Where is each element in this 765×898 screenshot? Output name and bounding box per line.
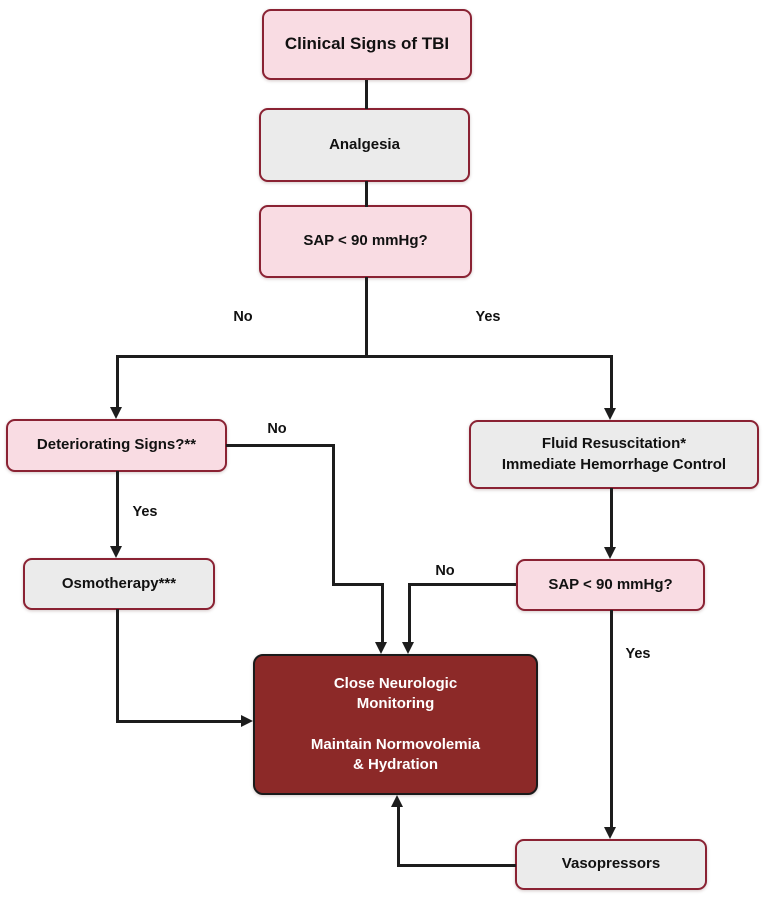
connector-sap2-no-v [408, 583, 411, 644]
node-fluid-resuscitation: Fluid Resuscitation* Immediate Hemorrhag… [469, 420, 759, 489]
connector-branch-no-drop [116, 355, 119, 409]
edge-label-deteriorating-no: No [267, 421, 287, 437]
connector-branch-yes-drop [610, 355, 613, 410]
node-sap-question-1: SAP < 90 mmHg? [259, 205, 472, 278]
edge-label-deteriorating-yes: Yes [132, 504, 158, 520]
connector-vasopressors-v [397, 806, 400, 867]
connector-sap2-yes [610, 610, 613, 828]
connector-vasopressors-h [397, 864, 516, 867]
monitoring-text-line-1: Close Neurologic Monitoring [333, 674, 458, 712]
arrowhead-into-sap2 [604, 547, 616, 559]
connector-branch-horizontal [116, 355, 613, 358]
connector-clinical-to-analgesia [365, 80, 368, 109]
arrowhead-into-osmotherapy [110, 546, 122, 558]
connector-sap2-no-h [408, 583, 516, 586]
arrowhead-vasopressors-into-monitoring [391, 795, 403, 807]
connector-deteriorating-no-h1 [226, 444, 335, 447]
connector-fluid-to-sap2 [610, 488, 613, 548]
arrowhead-sap2-no-into-monitoring [402, 642, 414, 654]
arrowhead-deteriorating-no-into-monitoring [375, 642, 387, 654]
node-deteriorating-signs: Deteriorating Signs?** [6, 419, 227, 472]
connector-sap1-to-branch [365, 277, 368, 358]
node-close-neurologic-monitoring: Close Neurologic Monitoring Maintain Nor… [253, 654, 538, 795]
node-clinical-signs-of-tbi: Clinical Signs of TBI [262, 9, 472, 80]
connector-osmotherapy-v [116, 609, 119, 723]
node-sap-question-2: SAP < 90 mmHg? [516, 559, 705, 611]
node-osmotherapy: Osmotherapy*** [23, 558, 215, 610]
connector-deteriorating-no-h2 [332, 583, 384, 586]
connector-deteriorating-no-v1 [332, 444, 335, 586]
edge-label-sap1-yes: Yes [475, 309, 501, 325]
arrowhead-into-fluid [604, 408, 616, 420]
connector-deteriorating-yes [116, 471, 119, 548]
arrowhead-into-vasopressors [604, 827, 616, 839]
node-analgesia: Analgesia [259, 108, 470, 182]
connector-analgesia-to-sap1 [365, 181, 368, 207]
monitoring-text-line-2: Maintain Normovolemia & Hydration [310, 736, 481, 774]
node-vasopressors: Vasopressors [515, 839, 707, 890]
arrowhead-osmotherapy-into-monitoring [241, 715, 253, 727]
edge-label-sap1-no: No [233, 309, 253, 325]
arrowhead-into-deteriorating [110, 407, 122, 419]
connector-osmotherapy-h [116, 720, 243, 723]
edge-label-sap2-yes: Yes [625, 646, 651, 662]
edge-label-sap2-no: No [435, 563, 455, 579]
connector-deteriorating-no-v2 [381, 583, 384, 644]
